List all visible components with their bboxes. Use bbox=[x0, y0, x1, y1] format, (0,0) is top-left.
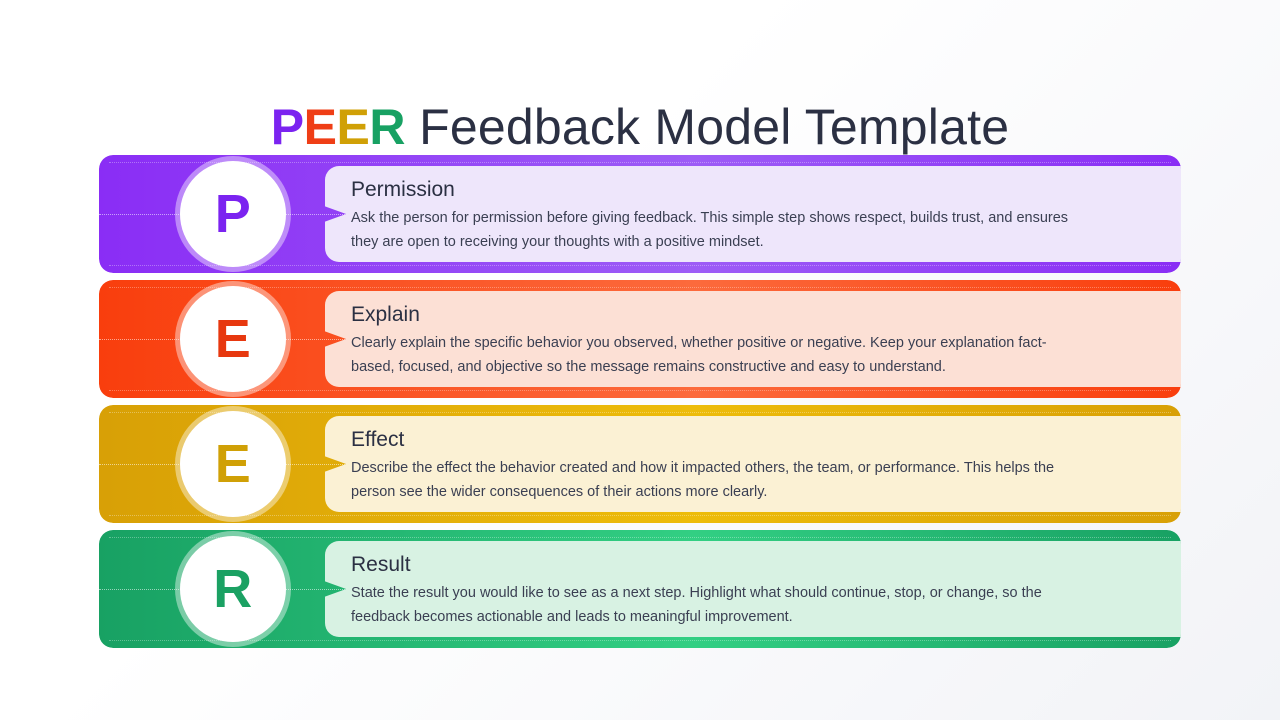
letter-badge: E bbox=[180, 286, 286, 392]
badge-letter: P bbox=[214, 184, 252, 244]
dotted-guide bbox=[109, 412, 1171, 413]
card-body-text: Describe the effect the behavior created… bbox=[351, 460, 1055, 500]
card-heading: Result bbox=[351, 553, 411, 576]
title-letter-2: E bbox=[336, 98, 370, 155]
title-letter-3: R bbox=[369, 98, 405, 155]
dotted-guide bbox=[109, 515, 1171, 516]
row-content-card bbox=[325, 416, 1181, 512]
title-acronym: PEER bbox=[270, 98, 406, 155]
title-rest: Feedback Model Template bbox=[404, 98, 1010, 155]
badge-letter: E bbox=[214, 434, 252, 494]
card-heading: Effect bbox=[351, 428, 405, 451]
dotted-guide bbox=[109, 287, 1171, 288]
title-letter-1: E bbox=[303, 98, 337, 155]
card-body-text: State the result you would like to see a… bbox=[351, 585, 1042, 625]
page-title: PEER Feedback Model Template bbox=[0, 98, 1280, 156]
card-heading: Explain bbox=[351, 303, 420, 326]
title-letter-0: P bbox=[270, 98, 304, 155]
row-content-card bbox=[325, 291, 1181, 387]
row-content-card bbox=[325, 541, 1181, 637]
letter-badge: E bbox=[180, 411, 286, 517]
dotted-guide bbox=[109, 162, 1171, 163]
dotted-guide bbox=[109, 537, 1171, 538]
letter-badge: P bbox=[180, 161, 286, 267]
dotted-guide bbox=[109, 640, 1171, 641]
card-body-text: Ask the person for permission before giv… bbox=[351, 210, 1069, 250]
row-content-card bbox=[325, 166, 1181, 262]
card-body-text: Clearly explain the specific behavior yo… bbox=[351, 335, 1047, 375]
badge-letter: E bbox=[214, 309, 252, 369]
card-heading: Permission bbox=[351, 178, 455, 201]
dotted-guide bbox=[109, 265, 1171, 266]
letter-badge: R bbox=[180, 536, 286, 642]
dotted-guide bbox=[109, 390, 1171, 391]
badge-letter: R bbox=[213, 559, 253, 619]
